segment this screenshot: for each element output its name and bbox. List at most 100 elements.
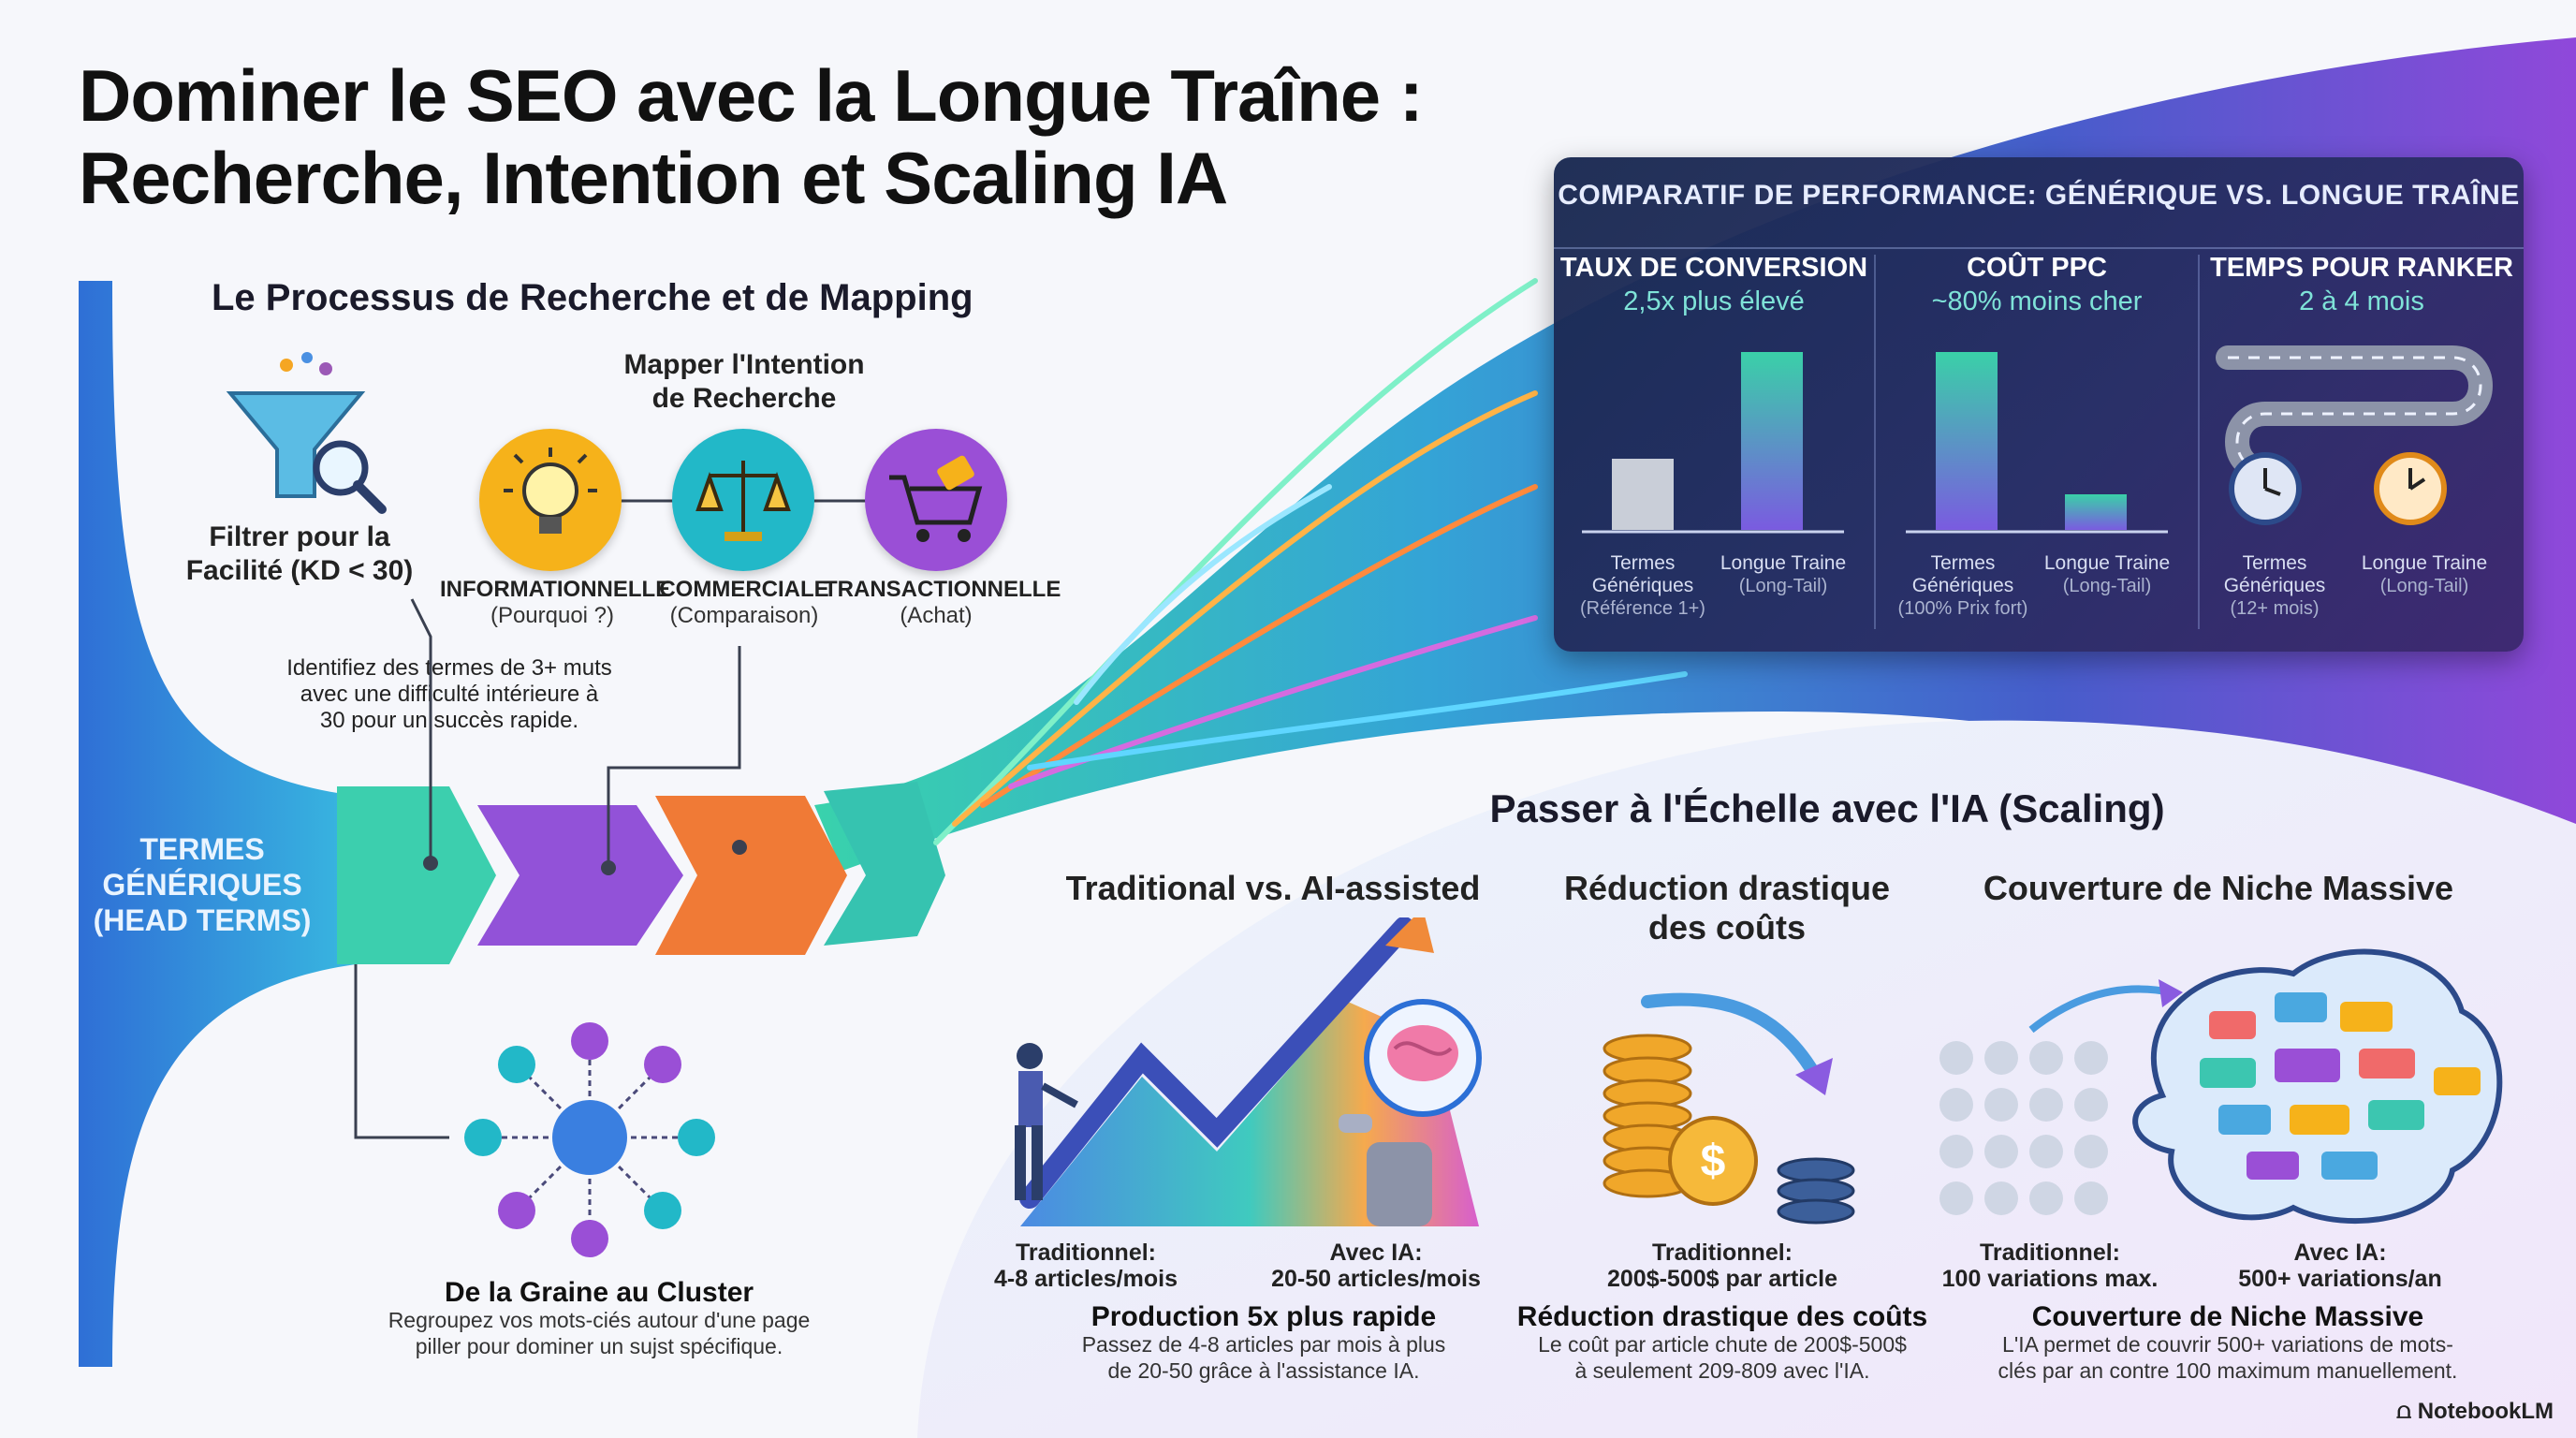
ranking-longtail-line-2: (Long-Tail) <box>2379 576 2469 596</box>
card1-title: Traditional vs. AI-assisted <box>1065 869 1481 907</box>
card2-left-line-2: 200$-500$ par article <box>1606 1266 1837 1292</box>
svg-text:$: $ <box>1701 1137 1726 1186</box>
intent-circle-transactional <box>865 429 1007 571</box>
conversion-label-generic: Termes Génériques (Référence 1+) <box>1573 552 1713 620</box>
page-title: Dominer le SEO avec la Longue Traîne : R… <box>79 54 1539 219</box>
column-separator-1 <box>1874 255 1876 629</box>
robot-hand-icon <box>1339 1114 1432 1226</box>
card3-right-line-1: Avec IA: <box>2293 1240 2387 1266</box>
conversion-generic-line-3: (Référence 1+) <box>1580 598 1705 619</box>
ppc-generic-line-3: (100% Prix fort) <box>1897 598 2028 619</box>
card3-left: Traditionnel: 100 variations max. <box>1938 1240 2162 1292</box>
ppc-longtail-line-1: Longue Traine <box>2043 552 2171 574</box>
growth-chart-robot-icon <box>1015 917 1482 1226</box>
conversion-label-longtail: Longue Traine (Long-Tail) <box>1713 552 1853 597</box>
ppc-bar-longtail <box>2065 494 2127 530</box>
card1-left-line-2: 4-8 articles/mois <box>994 1266 1178 1292</box>
ppc-generic-line-2: Génériques <box>1911 575 2014 596</box>
conversion-bar-longtail <box>1741 352 1803 530</box>
funnel-label-line-2: GÉNÉRIQUES <box>102 868 302 902</box>
scales-icon <box>695 461 791 541</box>
intent-heading: Mapper l'Intention de Recherche <box>580 348 908 416</box>
title-line-1: Dominer le SEO avec la Longue Traîne : <box>79 54 1424 137</box>
scaling-heading: Passer à l'Échelle avec l'IA (Scaling) <box>1489 786 2165 830</box>
brand-name: NotebookLM <box>2417 1399 2554 1424</box>
card3-bottom: Couverture de Niche Massive L'IA permet … <box>1947 1303 2509 1384</box>
conversion-longtail-line-2: (Long-Tail) <box>1738 576 1828 596</box>
intent-sub-informational: (Pourquoi ?) <box>490 603 615 628</box>
funnel-label: TERMES GÉNÉRIQUES (HEAD TERMS) <box>90 831 315 938</box>
card2-desc-line-2: à seulement 209-809 avec l'IA. <box>1574 1358 1870 1383</box>
conversion-generic-line-1: Termes <box>1610 552 1676 574</box>
card1-left-line-1: Traditionnel: <box>1016 1240 1156 1266</box>
ppc-longtail-line-2: (Long-Tail) <box>2062 576 2152 596</box>
card3-desc-line-2: clés par an contre 100 maximum manuellem… <box>1998 1358 2458 1383</box>
niche-coverage-icon <box>1939 948 2503 1225</box>
cart-icon <box>889 455 983 542</box>
card3-left-line-1: Traditionnel: <box>1980 1240 2120 1266</box>
funnel-label-line-3: (HEAD TERMS) <box>93 903 312 937</box>
cluster-text: De la Graine au Cluster Regroupez vos mo… <box>356 1279 842 1359</box>
ranking-subheader: 2 à 4 mois <box>2299 286 2424 316</box>
comparison-panel: COMPARATIF DE PERFORMANCE: GÉNÉRIQUE VS.… <box>1554 157 2524 652</box>
lightbulb-icon <box>504 448 597 534</box>
intent-circle-commercial <box>672 429 814 571</box>
card1-desc-line-2: de 20-50 grâce à l'assistance IA. <box>1107 1358 1420 1383</box>
card1-right-line-2: 20-50 articles/mois <box>1271 1266 1481 1292</box>
card1-bottom-title: Production 5x plus rapide <box>1090 1301 1437 1332</box>
cluster-network-icon <box>464 1022 715 1257</box>
card2-desc-line-1: Le coût par article chute de 200$-500$ <box>1538 1332 1907 1357</box>
ranking-generic-line-3: (12+ mois) <box>2230 598 2320 619</box>
road-clock-icon <box>2216 345 2493 525</box>
process-heading: Le Processus de Recherche et de Mapping <box>212 277 973 318</box>
worker-figure-icon <box>1015 1043 1078 1200</box>
conversion-subheader: 2,5x plus élevé <box>1623 286 1805 316</box>
intent-label-transactional: TRANSACTIONNELLE (Achat) <box>824 577 1061 629</box>
card2-left-line-1: Traditionnel: <box>1652 1240 1793 1266</box>
ppc-header: COÛT PPC <box>1967 253 2107 283</box>
card1-right: Avec IA: 20-50 articles/mois <box>1236 1240 1516 1292</box>
notebooklm-logo-icon: ⩍ <box>2396 1399 2418 1424</box>
filter-desc-line-1: Identifiez des termes de 3+ muts <box>286 655 612 681</box>
ranking-label-generic: Termes Génériques (12+ mois) <box>2209 552 2340 620</box>
intent-title-transactional: TRANSACTIONNELLE <box>824 577 1061 602</box>
card1-bottom: Production 5x plus rapide Passez de 4-8 … <box>1002 1303 1526 1384</box>
intent-label-informational: INFORMATIONNELLE (Pourquoi ?) <box>440 577 670 629</box>
intent-heading-line-1: Mapper l'Intention <box>623 349 865 380</box>
ppc-label-longtail: Longue Traine (Long-Tail) <box>2037 552 2177 597</box>
ranking-header: TEMPS POUR RANKER <box>2210 253 2513 283</box>
comparison-divider <box>1554 247 2524 249</box>
ppc-subheader: ~80% moins cher <box>1931 286 2143 316</box>
card1-right-line-1: Avec IA: <box>1329 1240 1423 1266</box>
ranking-generic-line-2: Génériques <box>2223 575 2326 596</box>
filter-title-line-1: Filtrer pour la <box>209 521 390 552</box>
card2-title-line-1: Réduction drastique <box>1563 869 1891 907</box>
card1-desc-line-1: Passez de 4-8 articles par mois à plus <box>1081 1332 1446 1357</box>
filter-description: Identifiez des termes de 3+ muts avec un… <box>262 655 637 734</box>
comparison-title: COMPARATIF DE PERFORMANCE: GÉNÉRIQUE VS.… <box>1558 180 2520 211</box>
card2-bottom-title: Réduction drastique des coûts <box>1516 1301 1928 1332</box>
filter-desc-line-2: avec une difficulté intérieure à <box>300 682 599 707</box>
intent-title-commercial: COMMERCIALE <box>659 577 829 602</box>
card2-bottom: Réduction drastique des coûts Le coût pa… <box>1498 1303 1947 1384</box>
filter-desc-line-3: 30 pour un succès rapide. <box>319 708 579 733</box>
filter-title-line-2: Facilité (KD < 30) <box>185 555 414 586</box>
ranking-generic-line-1: Termes <box>2242 552 2307 574</box>
card2-title: Réduction drastique des coûts <box>1535 869 1919 947</box>
conversion-bar-chart <box>1582 352 1844 534</box>
ranking-label-longtail: Longue Traine (Long-Tail) <box>2349 552 2499 597</box>
intent-sub-transactional: (Achat) <box>900 603 973 628</box>
card3-desc-line-1: L'IA permet de couvrir 500+ variations d… <box>2002 1332 2453 1357</box>
filter-title: Filtrer pour la Facilité (KD < 30) <box>178 521 421 588</box>
card3-left-line-2: 100 variations max. <box>1941 1266 2159 1292</box>
conversion-longtail-line-1: Longue Traine <box>1720 552 1847 574</box>
intent-heading-line-2: de Recherche <box>651 383 837 414</box>
ppc-bar-chart <box>1906 352 2168 534</box>
clock-longtail-icon <box>2374 452 2447 525</box>
intent-label-commercial: COMMERCIALE (Comparaison) <box>637 577 852 629</box>
coins-reduction-icon: $ <box>1603 992 1855 1225</box>
clock-generic-icon <box>2229 452 2302 525</box>
card2-title-line-2: des coûts <box>1647 908 1807 946</box>
intent-circle-informational <box>479 429 622 571</box>
ranking-longtail-line-1: Longue Traine <box>2361 552 2488 574</box>
